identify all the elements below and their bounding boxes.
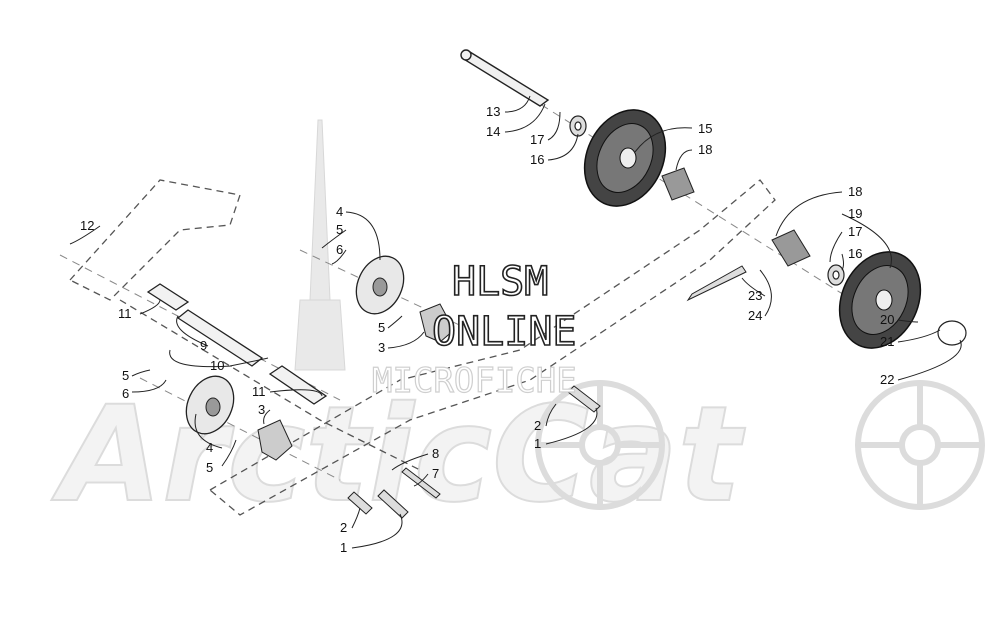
callout-2-mid: 2 (534, 418, 541, 433)
idler-wheel-small-upper (355, 255, 405, 315)
callout-2-lower: 2 (340, 520, 347, 535)
watermark-wheel-icon (535, 380, 985, 510)
callout-5-mid: 5 (378, 320, 385, 335)
callout-16-lower: 16 (848, 246, 862, 261)
rear-idler-wheel-upper (583, 109, 667, 207)
center-watermark: HLSM ONLINE MICROFICHE (371, 258, 577, 401)
callout-3-lower: 3 (258, 402, 265, 417)
callout-18-lower: 18 (848, 184, 862, 199)
wheel-bracket-lower (257, 419, 293, 461)
callout-5-left: 5 (122, 368, 129, 383)
watermark-line3: MICROFICHE (372, 361, 577, 401)
callout-13: 13 (486, 104, 500, 119)
callout-11-lower: 11 (252, 384, 266, 399)
rear-axle (460, 49, 550, 107)
callout-3-upper: 3 (378, 340, 385, 355)
callout-24: 24 (748, 308, 762, 323)
left-slide-rail (68, 179, 776, 516)
long-bolt-upper (686, 265, 747, 302)
callout-10: 10 (210, 358, 224, 373)
callout-1-mid: 1 (534, 436, 541, 451)
callout-1-lower: 1 (340, 540, 347, 555)
callout-4-lower: 4 (206, 440, 213, 455)
callout-5-upper: 5 (336, 222, 343, 237)
watermark-tower-icon (294, 119, 346, 371)
callout-labels: 13 14 17 16 15 18 18 19 17 16 12 4 5 6 1… (80, 104, 894, 555)
brand-watermark-text: ArcticCat (51, 378, 746, 532)
bearing-upper (569, 115, 587, 137)
callout-12: 12 (80, 218, 94, 233)
callout-15: 15 (698, 121, 712, 136)
callout-20: 20 (880, 312, 894, 327)
callout-5-lower: 5 (206, 460, 213, 475)
callout-23: 23 (748, 288, 762, 303)
callout-22: 22 (880, 372, 894, 387)
callout-17-upper: 17 (530, 132, 544, 147)
hub-cap (937, 320, 967, 346)
spacer-lower (771, 229, 811, 267)
callout-8: 8 (432, 446, 439, 461)
brand-watermark: ArcticCat (50, 119, 985, 533)
callout-14: 14 (486, 124, 500, 139)
callout-4-upper: 4 (336, 204, 343, 219)
watermark-line1: HLSM (452, 259, 548, 305)
wheel-bracket-upper (419, 303, 455, 343)
rear-idler-wheel-lower (838, 251, 922, 349)
callout-17-lower: 17 (848, 224, 862, 239)
spacer-upper (661, 167, 695, 201)
callout-18-upper: 18 (698, 142, 712, 157)
callout-9: 9 (200, 338, 207, 353)
callout-11-upper: 11 (118, 306, 132, 321)
bearing-lower (827, 264, 845, 286)
watermark-line2: ONLINE (432, 309, 577, 355)
cross-shaft-parts (146, 283, 328, 405)
callout-6-lower: 6 (122, 386, 129, 401)
callout-19: 19 (848, 206, 862, 221)
callout-21: 21 (880, 334, 894, 349)
callout-6-upper: 6 (336, 242, 343, 257)
callout-16-upper: 16 (530, 152, 544, 167)
callout-7: 7 (432, 466, 439, 481)
leader-lines (69, 95, 962, 549)
